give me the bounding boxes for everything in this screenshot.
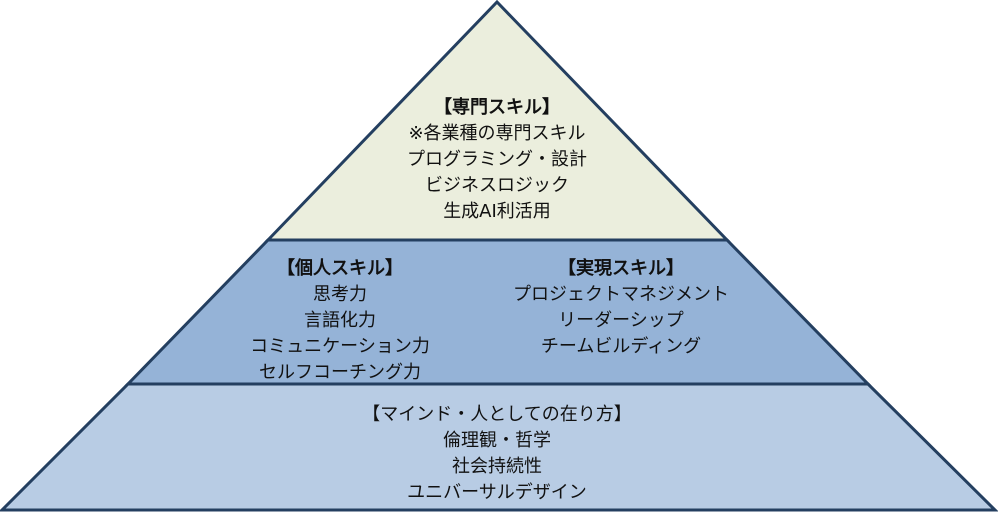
tier-top-text: 【専門スキル】 ※各業種の専門スキル プログラミング・設計 ビジネスロジック 生… xyxy=(407,95,587,225)
tier-middle-left-heading: 【個人スキル】 xyxy=(276,258,403,279)
tier-top-item: ビジネスロジック xyxy=(425,175,569,196)
tier-middle-right-item: チームビルディング xyxy=(540,336,702,357)
tier-bottom-item: 社会持続性 xyxy=(452,456,542,477)
tier-middle-right-item: リーダーシップ xyxy=(558,310,684,331)
tier-bottom-item: 倫理観・哲学 xyxy=(443,430,551,451)
tier-top-item: ※各業種の専門スキル xyxy=(408,123,586,144)
tier-top-shape xyxy=(264,0,731,242)
tier-middle-left-item: 言語化力 xyxy=(303,310,376,331)
tier-top-heading: 【専門スキル】 xyxy=(434,97,560,118)
tier-middle-right-heading: 【実現スキル】 xyxy=(558,258,684,279)
tier-middle-left-item: コミュニケーション力 xyxy=(250,336,430,357)
tier-middle-right-text: 【実現スキル】 プロジェクトマネジメント リーダーシップ チームビルディング xyxy=(513,256,729,360)
tier-bottom-text: 【マインド・人としての在り方】 倫理観・哲学 社会持続性 ユニバーサルデザイン xyxy=(362,402,631,506)
tier-middle-right-item: プロジェクトマネジメント xyxy=(513,284,729,305)
tier-middle-shape xyxy=(124,238,872,386)
tier-top-item: 生成AI利活用 xyxy=(443,201,551,222)
tier-middle-left-item: 思考力 xyxy=(312,284,367,305)
tier-bottom-heading: 【マインド・人としての在り方】 xyxy=(362,404,632,425)
tier-middle-left-item: セルフコーチング力 xyxy=(258,362,421,383)
tier-top-item: プログラミング・設計 xyxy=(407,149,587,170)
tier-middle-left-text: 【個人スキル】 思考力 言語化力 コミュニケーション力 セルフコーチング力 xyxy=(250,256,430,386)
tier-bottom-item: ユニバーサルデザイン xyxy=(407,482,587,503)
